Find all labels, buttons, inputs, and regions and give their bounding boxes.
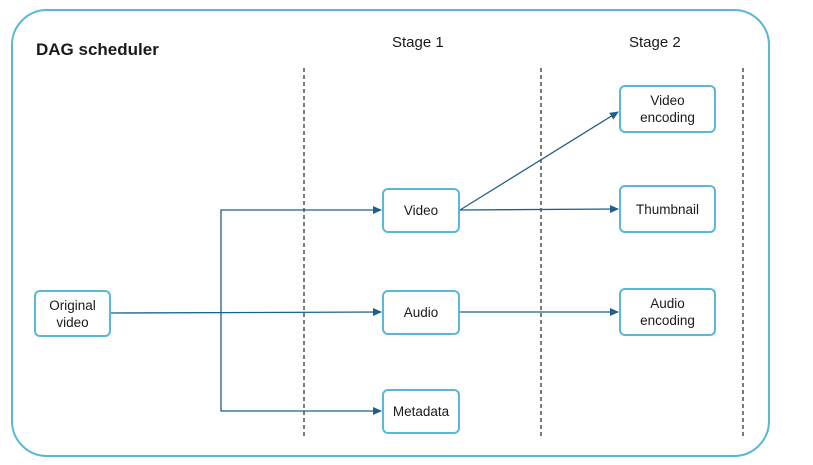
- edge-video-to-thumbnail: [459, 205, 619, 214]
- node-audio-encoding: Audio encoding: [619, 288, 716, 336]
- edge-branch-to-video: [220, 206, 382, 312]
- dag-scheduler-frame: [11, 9, 770, 457]
- node-metadata: Metadata: [382, 389, 460, 434]
- node-audio: Audio: [382, 290, 460, 335]
- diagram-title: DAG scheduler: [36, 40, 159, 59]
- stage-1-label: Stage 1: [392, 34, 444, 51]
- node-original-video: Original video: [34, 290, 111, 337]
- edge-video-to-video-encoding: [459, 111, 619, 211]
- node-thumbnail: Thumbnail: [619, 185, 716, 233]
- node-video-encoding: Video encoding: [619, 85, 716, 133]
- stage-2-label: Stage 2: [629, 34, 681, 51]
- edge-branch-to-metadata: [220, 312, 382, 415]
- edge-original-to-audio: [110, 308, 382, 317]
- node-video: Video: [382, 188, 460, 233]
